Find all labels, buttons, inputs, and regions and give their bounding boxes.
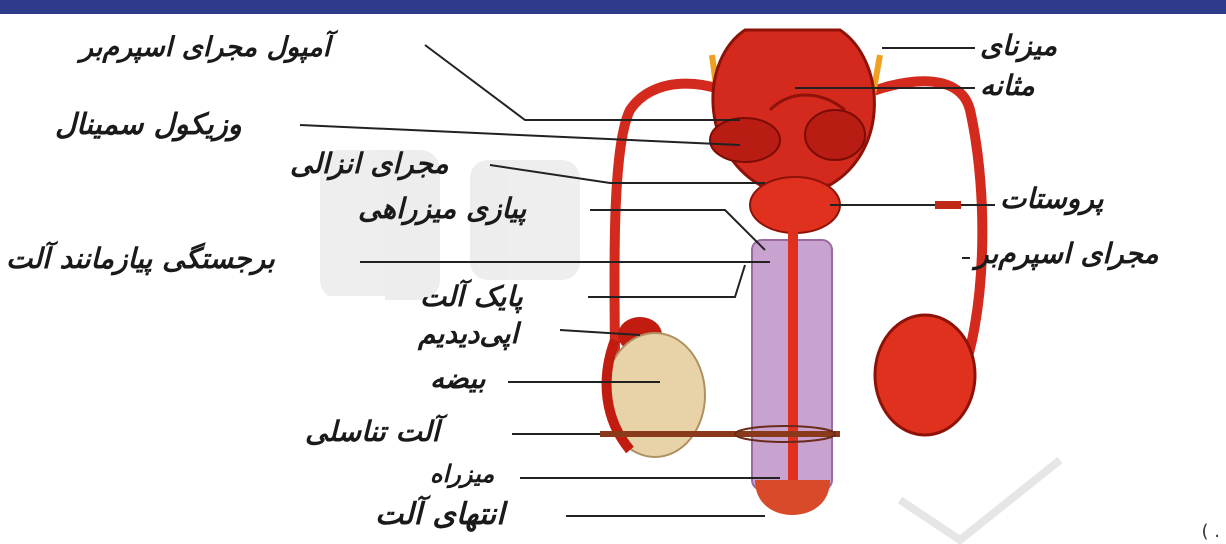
label-epididymis: اپی‌دیدیم — [418, 320, 518, 348]
seminal-vesicle-left — [710, 118, 780, 162]
label-bladder: مثانه — [980, 72, 1035, 100]
prostate — [750, 177, 840, 233]
label-glans: انتهای آلت — [375, 500, 505, 530]
seminal-vesicle-right — [805, 110, 865, 160]
corner-text: ( . — [1202, 521, 1220, 542]
label-ampulla: آمپول مجرای اسپرم‌بر — [80, 34, 330, 61]
urethra-channel — [788, 230, 798, 500]
label-penis-root: پایک آلت — [420, 283, 523, 311]
label-urethra: میزراه — [430, 462, 494, 486]
glans — [755, 480, 830, 515]
blank-box — [170, 296, 385, 411]
label-prostate: پروستات — [1000, 185, 1104, 213]
label-seminal-vesicle: وزیکول سمینال — [55, 110, 242, 139]
label-penile-bulb: برجستگی پیازمانند آلت — [6, 245, 275, 273]
label-ejaculatory-duct: مجرای انزالی — [290, 150, 449, 178]
label-penis: آلت تناسلی — [305, 418, 439, 446]
label-ureter: میزنای — [980, 32, 1057, 60]
watermark-check — [900, 460, 1060, 540]
label-bulbourethral: پیازی میزراهی — [358, 195, 526, 223]
testis-right — [875, 315, 975, 435]
label-vas-deferens: مجرای اسپرم‌بر — [975, 240, 1159, 268]
blank-box — [200, 400, 280, 500]
label-testis: بیضه — [430, 365, 486, 393]
